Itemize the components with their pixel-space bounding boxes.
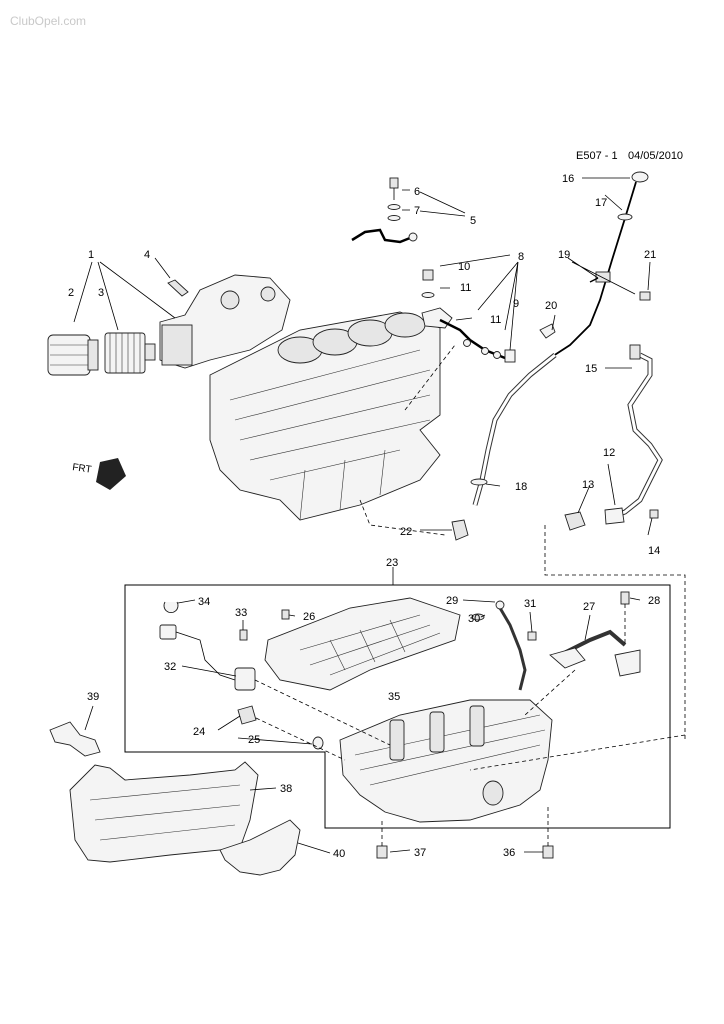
- callout-29: 29: [446, 595, 458, 607]
- oil-pan-group-frame: [124, 584, 671, 829]
- callout-8: 8: [518, 251, 524, 263]
- bolt-4: [167, 279, 189, 297]
- engine-block: [209, 311, 441, 521]
- oil-cooler-pipe: [564, 344, 663, 531]
- lower-guide-tube: [471, 600, 537, 691]
- callout-36: 36: [503, 847, 515, 859]
- dash-line-cooler: [544, 525, 686, 740]
- callout-10: 10: [458, 261, 470, 273]
- watermark: ClubOpel.com: [10, 14, 87, 28]
- callout-16: 16: [562, 173, 574, 185]
- oil-pipe: [351, 228, 418, 244]
- dash-line-plug-pan: [255, 717, 346, 761]
- callout-35: 35: [388, 691, 400, 703]
- callout-1: 1: [88, 249, 94, 261]
- oil-pump-pickup: [549, 629, 641, 677]
- callout-4: 4: [144, 249, 150, 261]
- splash-shield: [69, 761, 259, 863]
- oil-level-sensor: [159, 601, 290, 691]
- bracket-40: [219, 819, 301, 876]
- callout-2: 2: [68, 287, 74, 299]
- front-direction-arrow: [96, 458, 126, 490]
- callout-25: 25: [248, 734, 260, 746]
- filter-cap: [47, 334, 99, 376]
- callout-27: 27: [583, 601, 595, 613]
- callout-6: 6: [414, 186, 420, 198]
- callout-11-a: 11: [460, 282, 471, 294]
- callout-33: 33: [235, 607, 247, 619]
- dash-line-cooler-pan: [469, 734, 686, 771]
- callout-37: 37: [414, 847, 426, 859]
- dash-line-sensor-pan: [254, 679, 391, 746]
- baffle-plate: [264, 597, 461, 691]
- bolt-28: [620, 591, 630, 645]
- dash-line-block-pan: [359, 499, 446, 536]
- callout-22: 22: [400, 526, 412, 538]
- callout-20: 20: [545, 300, 557, 312]
- callout-labels: 1 2 3 4 5 6 7 8 9 10 11 11 12 13 14 15 1…: [68, 173, 660, 860]
- oil-return-pipe: [439, 318, 516, 363]
- callout-40: 40: [333, 848, 345, 860]
- callout-13: 13: [582, 479, 594, 491]
- callout-39: 39: [87, 691, 99, 703]
- callout-18: 18: [515, 481, 527, 493]
- oil-pan: [339, 699, 553, 823]
- callout-31: 31: [524, 598, 536, 610]
- callout-28: 28: [648, 595, 660, 607]
- callout-19: 19: [558, 249, 570, 261]
- dash-line-pickup-pan: [524, 669, 576, 716]
- callout-24: 24: [193, 726, 205, 738]
- callout-21: 21: [644, 249, 656, 261]
- bracket-39: [49, 721, 101, 757]
- drain-plug: [237, 705, 324, 750]
- callout-5: 5: [470, 215, 476, 227]
- bolt-6: [387, 177, 401, 221]
- callout-9: 9: [513, 298, 519, 310]
- dipstick-tube: [451, 353, 557, 541]
- dipstick: [539, 171, 651, 359]
- callout-38: 38: [280, 783, 292, 795]
- diagram-code: E507 - 1: [576, 150, 618, 162]
- callout-12: 12: [603, 447, 615, 459]
- callout-17: 17: [595, 197, 607, 209]
- callout-15: 15: [585, 363, 597, 375]
- callout-30: 30: [468, 613, 480, 625]
- callout-23: 23: [386, 557, 398, 569]
- bolt-36: [542, 805, 554, 859]
- callout-26: 26: [303, 611, 315, 623]
- callout-7: 7: [414, 205, 420, 217]
- callout-34: 34: [198, 596, 210, 608]
- bolt-37: [376, 820, 388, 859]
- callout-3: 3: [98, 287, 104, 299]
- callout-14: 14: [648, 545, 660, 557]
- oil-filter-housing: [159, 274, 291, 369]
- callout-11-b: 11: [490, 314, 501, 326]
- diagram-date: 04/05/2010: [628, 150, 684, 162]
- front-marker-label: FRT: [72, 462, 93, 476]
- callout-32: 32: [164, 661, 176, 673]
- union-bolt-10: [421, 269, 453, 329]
- leader-lines: [73, 177, 653, 854]
- filter-element: [104, 332, 156, 374]
